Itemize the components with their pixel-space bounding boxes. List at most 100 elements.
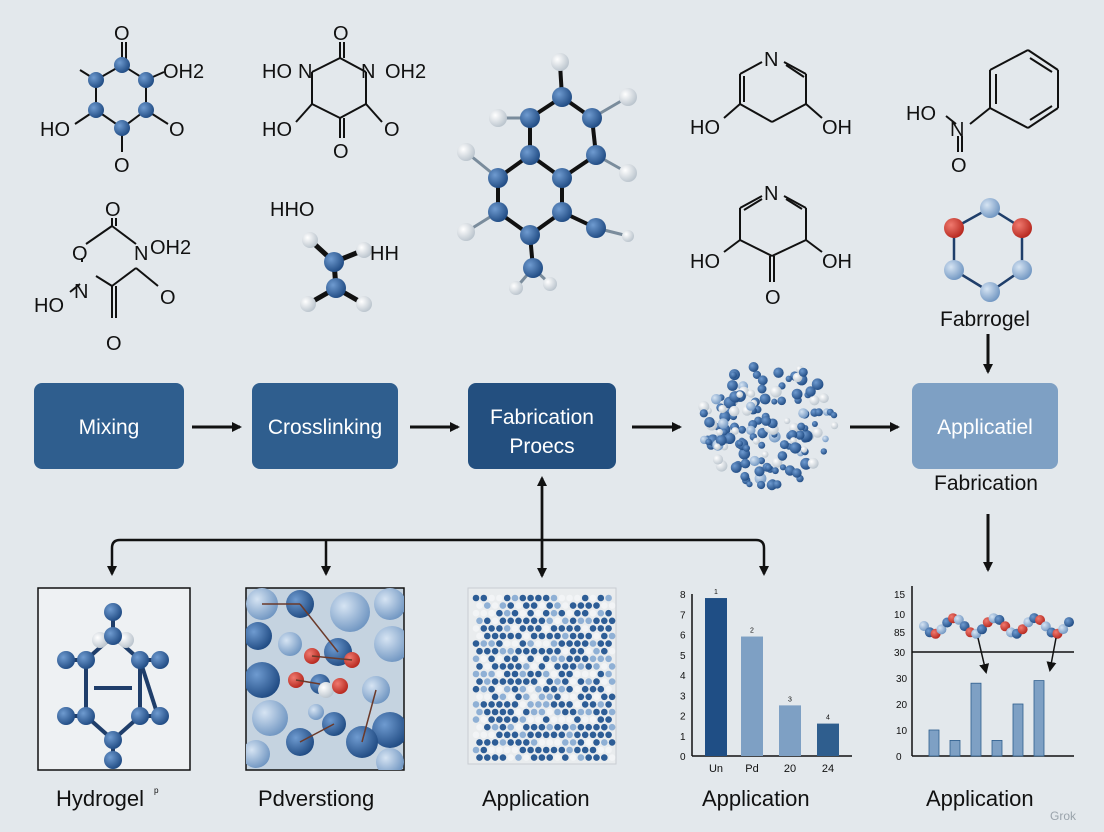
chart2-bar	[949, 740, 961, 757]
cluster-atom	[773, 367, 784, 378]
grid-atom	[503, 640, 511, 647]
grid-atom	[558, 746, 566, 754]
m2-oh2: OH2	[385, 61, 426, 83]
grid-atom	[550, 685, 558, 693]
grid-atom	[597, 746, 605, 754]
grid-atom	[519, 594, 527, 602]
m6-o-right: O	[160, 287, 176, 309]
grid-atom	[569, 678, 577, 685]
grid-atom	[488, 640, 495, 647]
cluster-atom	[718, 418, 729, 429]
grid-atom	[608, 723, 616, 731]
cluster-atom	[770, 385, 782, 398]
grid-atom	[515, 617, 522, 625]
grid-atom	[562, 693, 569, 701]
grid-atom	[535, 609, 542, 617]
grid-atom	[558, 594, 566, 602]
grid-atom	[507, 663, 514, 670]
cluster-atom	[704, 417, 715, 428]
grid-atom	[488, 609, 495, 617]
grid-atom	[558, 701, 566, 708]
grid-atom	[484, 739, 491, 746]
grid-atom	[574, 609, 581, 617]
grid-atom	[605, 670, 612, 678]
cluster-atom	[798, 367, 808, 377]
grid-atom	[538, 663, 546, 670]
caption-application-2: Application	[702, 786, 810, 811]
grid-atom	[550, 655, 558, 663]
molecule-8: N HO OH O	[690, 183, 852, 309]
grid-atom	[535, 594, 542, 602]
grid-atom	[569, 663, 577, 670]
grid-atom	[546, 693, 553, 701]
grid-atom	[605, 655, 612, 663]
grid-atom	[577, 663, 585, 670]
molecule-9: Fabrrogel	[940, 198, 1032, 374]
panel2-atom	[318, 682, 334, 698]
grid-atom	[491, 632, 499, 640]
grid-atom	[554, 739, 561, 746]
grid-atom	[523, 617, 530, 625]
chart1-bar	[741, 636, 763, 756]
m1-o-right: O	[169, 119, 185, 141]
grid-atom	[554, 647, 561, 655]
m4-ho: HO	[690, 117, 720, 139]
grid-atom	[491, 617, 499, 625]
chart1-bar	[779, 705, 801, 756]
grid-atom	[597, 594, 605, 602]
grid-atom	[608, 693, 616, 701]
grid-atom	[605, 746, 612, 754]
grid-atom	[597, 655, 605, 663]
grid-atom	[542, 731, 550, 739]
cluster-atom	[812, 427, 823, 438]
grid-atom	[523, 739, 530, 746]
grid-atom	[472, 685, 480, 693]
grid-atom	[535, 701, 542, 708]
chart2-y-tick-bottom: 30	[896, 674, 908, 685]
grid-atom	[488, 594, 495, 602]
grid-atom	[538, 754, 546, 761]
grid-atom	[484, 647, 491, 655]
cluster-atom	[740, 471, 750, 481]
grid-atom	[542, 746, 550, 754]
panel2-atom	[246, 740, 270, 768]
grid-atom	[503, 625, 511, 632]
cluster-atom	[797, 422, 806, 431]
cluster-atom	[761, 416, 772, 426]
grid-atom	[577, 708, 585, 716]
m1-o-top: O	[114, 23, 130, 45]
grid-atom	[589, 701, 597, 708]
cluster-atom	[730, 371, 737, 379]
grid-atom	[581, 716, 589, 723]
molecule-2: HO N O N OH2 HO O O	[262, 23, 426, 163]
grid-atom	[511, 609, 519, 617]
grid-atom	[542, 655, 550, 663]
application-box-label: Applicatiel	[937, 416, 1033, 439]
chart2-bar	[1012, 703, 1024, 757]
chart1-value-label: 4	[826, 715, 830, 722]
grid-atom	[496, 594, 503, 602]
grid-atom	[601, 663, 608, 670]
panel-pdverstiong: Pdverstiong	[245, 587, 405, 811]
grid-atom	[589, 716, 597, 723]
cluster-atom	[822, 435, 829, 443]
grid-atom	[566, 640, 573, 647]
grid-atom	[488, 746, 495, 754]
grid-atom	[566, 670, 573, 678]
grid-atom	[530, 647, 538, 655]
cluster-atom	[715, 434, 727, 446]
m8-oh: OH	[822, 251, 852, 273]
chart2-network-atom	[1058, 624, 1069, 635]
m2-o-bottom: O	[333, 141, 349, 163]
grid-atom	[566, 655, 573, 663]
grid-atom	[511, 670, 519, 678]
grid-atom	[550, 746, 558, 754]
chart2-bar	[928, 729, 940, 757]
grid-atom	[577, 617, 585, 625]
grid-atom	[507, 678, 514, 685]
chart2-network-atom	[936, 624, 947, 635]
cluster-atom	[795, 430, 805, 440]
grid-atom	[605, 685, 612, 693]
chart2-network-atom	[953, 614, 964, 625]
grid-atom	[496, 746, 503, 754]
